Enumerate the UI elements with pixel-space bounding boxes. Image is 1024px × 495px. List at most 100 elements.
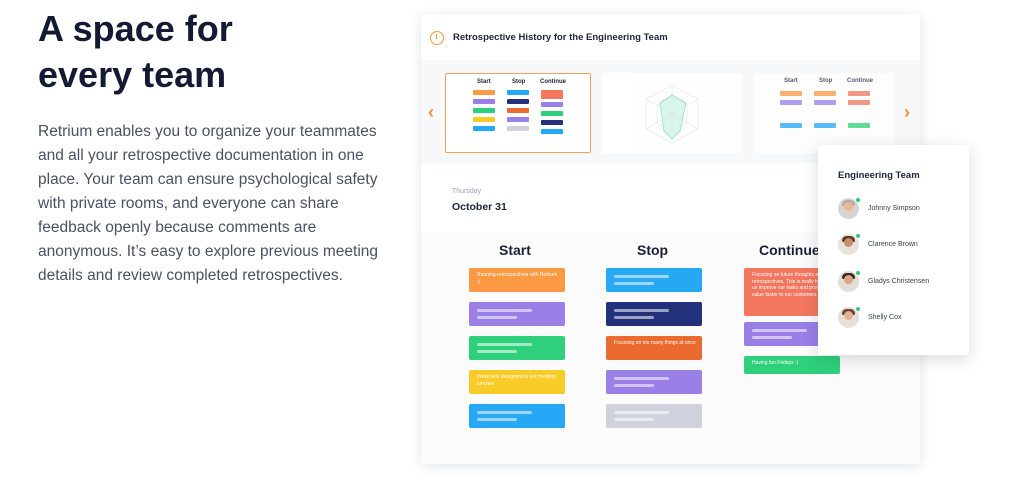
thumb-card — [507, 99, 529, 104]
thumb-card — [814, 123, 836, 128]
board-day: Thursday — [452, 188, 482, 195]
card-placeholder-line — [614, 282, 654, 285]
online-status-icon — [855, 269, 861, 276]
thumb-card — [541, 120, 563, 125]
card-text: Invite new designers to our meeting lunc… — [477, 374, 556, 387]
history-clock-icon — [430, 30, 444, 45]
online-status-icon — [855, 196, 861, 203]
card-placeholder-line — [614, 316, 654, 319]
avatar-face — [844, 201, 853, 211]
team-members-popup: Engineering Team Johnny Simpson Clarence… — [818, 145, 969, 355]
card-text: Running retrospectives with Retrium :) — [477, 272, 558, 285]
hero-heading-line1: A space for — [38, 8, 233, 49]
team-title: Engineering Team — [838, 170, 920, 181]
panel-header: Retrospective History for the Engineerin… — [421, 14, 920, 62]
thumb-stop-label: Stop — [819, 78, 833, 84]
card-placeholder-line — [477, 309, 532, 312]
thumb-card — [507, 117, 529, 122]
avatar — [838, 196, 861, 219]
thumb-card — [848, 100, 870, 105]
online-status-icon — [855, 305, 861, 312]
stop-card[interactable]: Focusing on too many things at once — [606, 336, 702, 360]
card-text: Focusing on future thoughts after our re… — [752, 272, 834, 298]
thumb-start-label: Start — [784, 78, 798, 84]
card-text: Having fun Fridays :) — [752, 360, 799, 366]
hero-heading-line2: every team — [38, 54, 227, 95]
member-name: Gladys Christensen — [868, 277, 930, 285]
member-name: Clarence Brown — [868, 240, 918, 248]
retrospective-carousel: ‹ Start Stop Continue — [421, 63, 920, 163]
card-placeholder-line — [477, 343, 532, 346]
start-card[interactable] — [469, 336, 565, 360]
hero-description: Retrium enables you to organize your tea… — [38, 123, 379, 284]
thumb-card — [473, 99, 495, 104]
member-name: Johnny Simpson — [868, 204, 920, 212]
radar-chart-graphic — [645, 84, 699, 144]
thumb-card — [541, 111, 563, 116]
thumb-card — [780, 91, 802, 96]
thumb-card — [473, 90, 495, 95]
thumb-card — [507, 108, 529, 113]
hero-heading: A space for every team — [38, 6, 358, 98]
team-member[interactable]: Clarence Brown — [838, 232, 963, 256]
card-placeholder-line — [477, 418, 517, 421]
avatar-face — [844, 237, 853, 247]
thumb-card — [507, 90, 529, 95]
retro-thumbnail-radar[interactable] — [602, 73, 742, 153]
avatar — [838, 269, 861, 292]
card-placeholder-line — [477, 350, 517, 353]
avatar-face — [844, 274, 853, 284]
thumb-card — [814, 91, 836, 96]
thumb-card — [473, 108, 495, 113]
card-placeholder-line — [614, 377, 669, 380]
thumb-card — [848, 91, 870, 96]
thumb-card — [541, 90, 563, 99]
card-placeholder-line — [614, 309, 669, 312]
thumb-card — [507, 126, 529, 131]
thumb-card — [848, 123, 870, 128]
avatar-face — [844, 310, 853, 320]
team-member[interactable]: Johnny Simpson — [838, 196, 963, 220]
team-member[interactable]: Shelly Cox — [838, 305, 963, 329]
start-card[interactable]: Running retrospectives with Retrium :) — [469, 268, 565, 292]
card-placeholder-line — [752, 336, 792, 339]
stop-card[interactable] — [606, 268, 702, 292]
stop-card[interactable] — [606, 404, 702, 428]
retro-thumbnail-selected[interactable]: Start Stop Continue — [445, 73, 591, 153]
thumb-card — [780, 100, 802, 105]
column-title-start: Start — [499, 242, 531, 258]
start-card[interactable] — [469, 404, 565, 428]
column-title-stop: Stop — [637, 242, 669, 258]
thumb-card — [473, 126, 495, 131]
thumb-stop-label: Stop — [512, 79, 526, 85]
start-card[interactable]: Invite new designers to our meeting lunc… — [469, 370, 565, 394]
card-placeholder-line — [477, 316, 517, 319]
thumb-card — [541, 129, 563, 134]
carousel-next-chevron-icon[interactable]: › — [904, 102, 910, 122]
continue-card[interactable]: Having fun Fridays :) — [744, 356, 840, 374]
member-name: Shelly Cox — [868, 313, 902, 321]
card-placeholder-line — [614, 411, 669, 414]
thumb-card — [814, 100, 836, 105]
card-text: Focusing on too many things at once — [614, 340, 696, 346]
online-status-icon — [855, 232, 861, 239]
board-date: October 31 — [452, 201, 507, 213]
card-placeholder-line — [752, 329, 807, 332]
card-placeholder-line — [614, 275, 669, 278]
column-title-continue: Continue — [759, 242, 820, 258]
thumb-continue-label: Continue — [847, 78, 873, 84]
start-card[interactable] — [469, 302, 565, 326]
stop-card[interactable] — [606, 302, 702, 326]
retro-thumbnail-faded[interactable]: Start Stop Continue — [753, 73, 893, 153]
thumb-card — [780, 123, 802, 128]
avatar — [838, 305, 861, 328]
carousel-prev-chevron-icon[interactable]: ‹ — [428, 102, 434, 122]
thumb-start-label: Start — [477, 79, 491, 85]
thumb-continue-label: Continue — [540, 79, 566, 85]
thumb-card — [541, 102, 563, 107]
team-member[interactable]: Gladys Christensen — [838, 269, 963, 293]
stop-card[interactable] — [606, 370, 702, 394]
card-placeholder-line — [614, 384, 654, 387]
avatar — [838, 232, 861, 255]
card-placeholder-line — [614, 418, 654, 421]
